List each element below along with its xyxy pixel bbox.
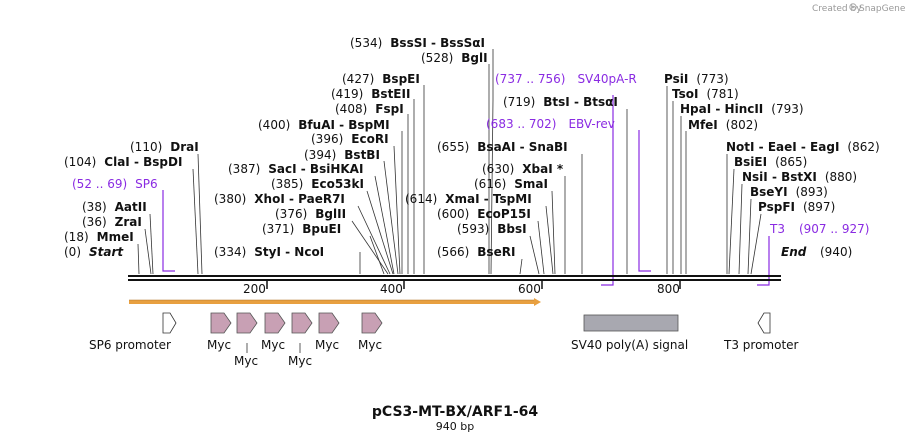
start-label: Start — [89, 245, 124, 259]
feature-label: Myc — [261, 338, 285, 352]
polya-feature — [583, 314, 679, 332]
t3-promoter-feature — [757, 312, 771, 334]
ruler-label: 800 — [657, 282, 680, 296]
ruler-label: 200 — [243, 282, 266, 296]
enzyme-label: (36)ZraI — [82, 215, 142, 229]
enzyme-labels: (534)BssSI - BssSαI (528)BglI (427)BspEI… — [64, 36, 880, 259]
enzyme-label: (616)SmaI — [474, 177, 548, 191]
primer-labels: (52 .. 69)SP6 (737 .. 756)SV40pA-R (683 … — [72, 72, 869, 236]
enzyme-label: (427)BspEI — [342, 72, 420, 86]
enzyme-label: (394)BstBI — [304, 148, 380, 162]
backbone — [128, 275, 781, 289]
ruler-label: 600 — [518, 282, 541, 296]
feature-label: Myc — [358, 338, 382, 352]
map-length: 940 bp — [436, 420, 474, 433]
end-position: (940) — [820, 245, 852, 259]
enzyme-label: (334)StyI - NcoI — [214, 245, 324, 259]
map-title: pCS3-MT-BX/ARF1-64 — [372, 404, 538, 420]
ruler-label: 400 — [380, 282, 403, 296]
feature-label: T3 promoter — [723, 338, 799, 352]
enzyme-label: HpaI - HincII(793) — [680, 102, 804, 116]
enzyme-label: (719)BtsI - BtsαI — [503, 95, 618, 109]
primer-label: (683 .. 702)EBV-rev — [486, 117, 615, 131]
end-label: End — [781, 245, 807, 259]
enzyme-label: (400)BfuAI - BspMI — [258, 118, 390, 132]
enzyme-label: (593)BbsI — [457, 222, 527, 236]
enzyme-label: (566)BseRI — [437, 245, 515, 259]
enzyme-label: (376)BglII — [275, 207, 346, 221]
enzyme-label: (528)BglI — [421, 51, 488, 65]
enzyme-label: (18)MmeI — [64, 230, 134, 244]
enzyme-label: TsoI(781) — [672, 87, 739, 101]
enzyme-label: NotI - EaeI - EagI(862) — [726, 140, 880, 154]
enzyme-label: BseYI(893) — [750, 185, 828, 199]
enzyme-label: (534)BssSI - BssSαI — [350, 36, 485, 50]
sp6-promoter-feature — [162, 312, 177, 334]
enzyme-label: (630)XbaI * — [482, 162, 564, 176]
enzyme-label: (38)AatII — [82, 200, 147, 214]
credit-text: Created by — [812, 4, 862, 14]
enzyme-label: (385)Eco53kI — [271, 177, 364, 191]
enzyme-label: (396)EcoRI — [311, 132, 389, 146]
feature-label: Myc — [234, 354, 258, 368]
myc-tags — [210, 312, 383, 334]
enzyme-label: (110)DraI — [130, 140, 199, 154]
enzyme-label: BsiEI(865) — [734, 155, 807, 169]
enzyme-label: (104)ClaI - BspDI — [64, 155, 182, 169]
enzyme-label: (387)SacI - BsiHKAI — [228, 162, 363, 176]
feature-label-lines — [246, 343, 301, 353]
enzyme-label: PsiI(773) — [664, 72, 729, 86]
feature-label: Myc — [207, 338, 231, 352]
feature-labels: SP6 promoter Myc Myc Myc Myc Myc Myc SV4… — [89, 338, 799, 368]
enzyme-label: (614)XmaI - TspMI — [405, 192, 532, 206]
enzyme-label: (655)BsaAI - SnaBI — [437, 140, 568, 154]
primer-label: (737 .. 756)SV40pA-R — [495, 72, 637, 86]
primer-label: (52 .. 69)SP6 — [72, 177, 158, 191]
enzyme-label: MfeI(802) — [688, 118, 758, 132]
feature-label: Myc — [315, 338, 339, 352]
enzyme-leader-lines — [137, 49, 762, 275]
enzyme-label: (371)BpuEI — [262, 222, 341, 236]
enzyme-label: (419)BstEII — [331, 87, 410, 101]
primer-label: T3(907 .. 927) — [769, 222, 869, 236]
snapgene-logo-icon — [849, 3, 857, 11]
ruler-labels: 200 400 600 800 — [243, 282, 680, 296]
feature-label: SP6 promoter — [89, 338, 171, 352]
enzyme-label: (600)EcoP15I — [437, 207, 531, 221]
primer-marks — [162, 95, 770, 286]
enzyme-label: NsiI - BstXI(880) — [742, 170, 857, 184]
enzyme-label: (380)XhoI - PaeR7I — [214, 192, 345, 206]
feature-label: Myc — [288, 354, 312, 368]
credit-brand: SnapGene — [859, 4, 906, 14]
enzyme-label: PspFI(897) — [758, 200, 835, 214]
feature-label: SV40 poly(A) signal — [571, 338, 688, 352]
orf-arrow — [129, 298, 541, 306]
enzyme-label: (408)FspI — [335, 102, 404, 116]
start-position: (0) — [64, 245, 81, 259]
